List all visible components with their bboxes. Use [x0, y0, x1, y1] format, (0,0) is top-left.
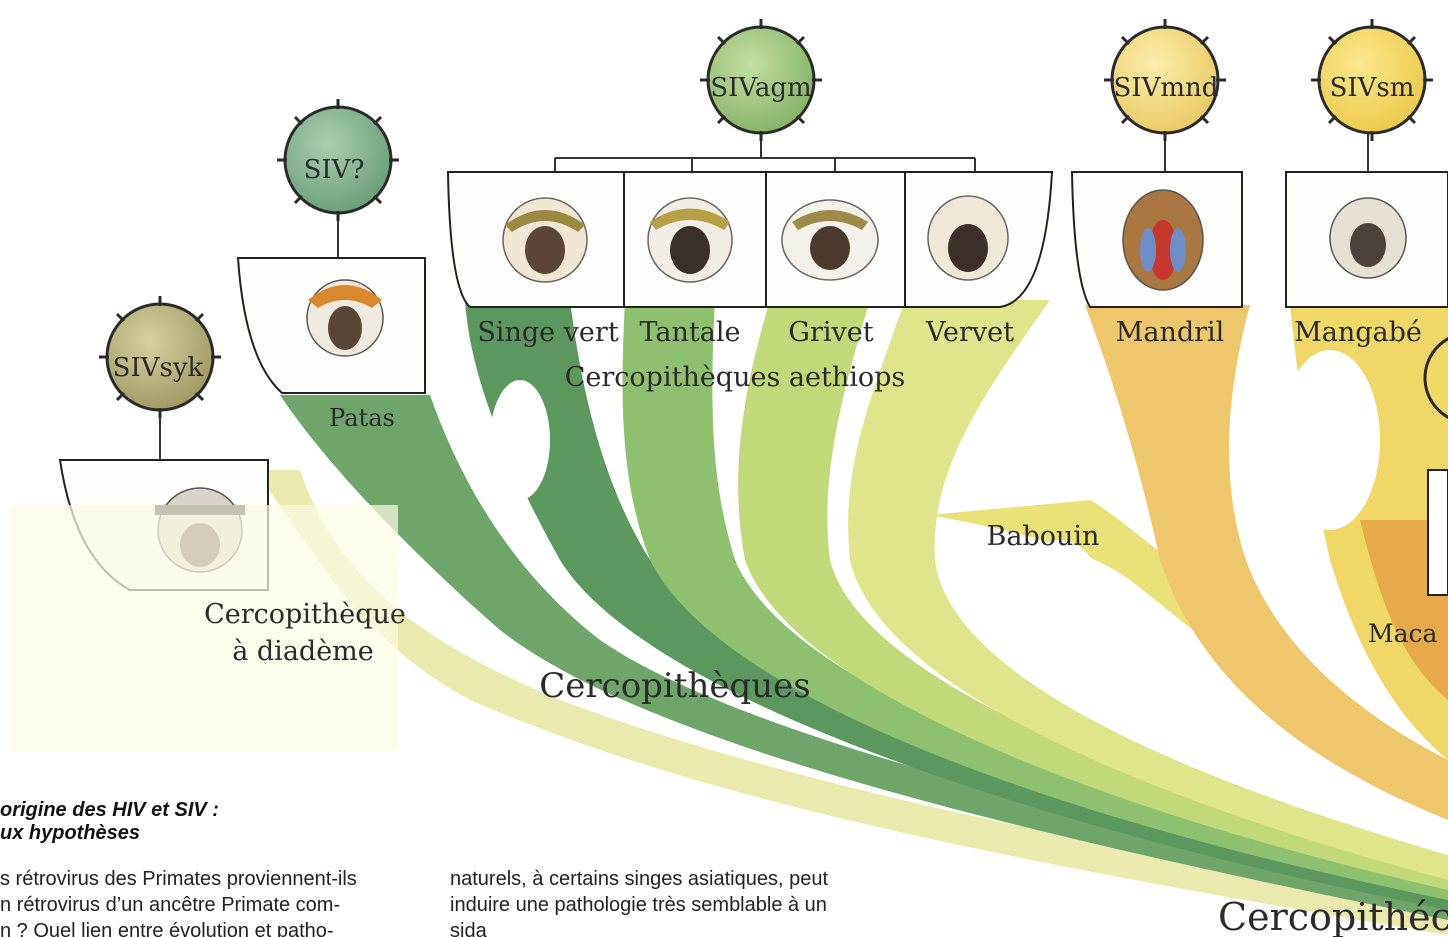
branch-gap: [1020, 540, 1100, 640]
caption-col1-line2: n rétrovirus d’un ancêtre Primate com-: [0, 892, 470, 918]
branch-gap: [1280, 350, 1380, 530]
caption-col2-line2: induire une pathologie très semblable à …: [450, 892, 920, 918]
group-label-cercopitheques: Cercopithèques: [539, 666, 810, 706]
face-mangabe-icon: [1330, 198, 1406, 278]
virus-sivsm: SIVsm: [1311, 19, 1433, 141]
face-vervet-icon: [928, 196, 1008, 280]
label-mandril: Mandril: [1116, 317, 1225, 348]
group-label-cercopithecides: Cercopithécic: [1218, 895, 1448, 937]
caption-column-2: naturels, à certains singes asiatiques, …: [450, 866, 920, 937]
label-patas: Patas: [329, 404, 395, 432]
face-tantale-icon: [648, 198, 732, 282]
caption-col2-line3: sida: [450, 918, 920, 937]
face-grivet-icon: [782, 200, 878, 280]
label-cercopitheque-line1: Cercopithèque: [204, 599, 406, 630]
label-babouin: Babouin: [987, 521, 1100, 552]
virus-label-sivmnd: SIVmnd: [1114, 73, 1219, 103]
label-tantale: Tantale: [640, 317, 741, 348]
caption-title-line1: origine des HIV et SIV :: [0, 799, 420, 822]
group-label-aethiops: Cercopithèques aethiops: [565, 362, 906, 393]
label-macaque: Maca: [1368, 619, 1438, 648]
caption-title: origine des HIV et SIV : ux hypothèses: [0, 799, 420, 845]
virus-label-sivagm: SIVagm: [710, 73, 811, 103]
caption-column-1: s rétrovirus des Primates proviennent-il…: [0, 866, 470, 937]
face-singe-vert-icon: [503, 198, 587, 282]
label-grivet: Grivet: [788, 317, 873, 348]
caption-title-line2: ux hypothèses: [0, 822, 420, 845]
virus-label-sivsm: SIVsm: [1330, 73, 1415, 103]
caption-col2-line1: naturels, à certains singes asiatiques, …: [450, 866, 920, 892]
virus-sivsyk: SIVsyk: [99, 296, 221, 418]
branch-gap: [490, 380, 550, 500]
virus-label-siv-patas: SIV?: [304, 155, 365, 185]
label-mangabe: Mangabé: [1294, 317, 1422, 348]
caption-col1-line1: s rétrovirus des Primates proviennent-il…: [0, 866, 470, 892]
virus-sivagm: SIVagm: [700, 19, 822, 141]
caption-col1-line3: n ? Quel lien entre évolution et patho-: [0, 918, 470, 937]
virus-label-sivsyk: SIVsyk: [113, 353, 204, 383]
label-vervet: Vervet: [925, 317, 1014, 348]
virus-siv-patas: SIV?: [277, 99, 399, 221]
face-patas-icon: [307, 280, 383, 356]
face-mandril-icon: [1123, 190, 1203, 290]
label-cercopitheque-line2: à diadème: [232, 636, 374, 667]
box-macaque-partial: [1428, 470, 1448, 595]
label-singe-vert: Singe vert: [477, 317, 619, 348]
evolution-branches: [255, 300, 1448, 935]
virus-sivmnd: SIVmnd: [1104, 19, 1226, 141]
